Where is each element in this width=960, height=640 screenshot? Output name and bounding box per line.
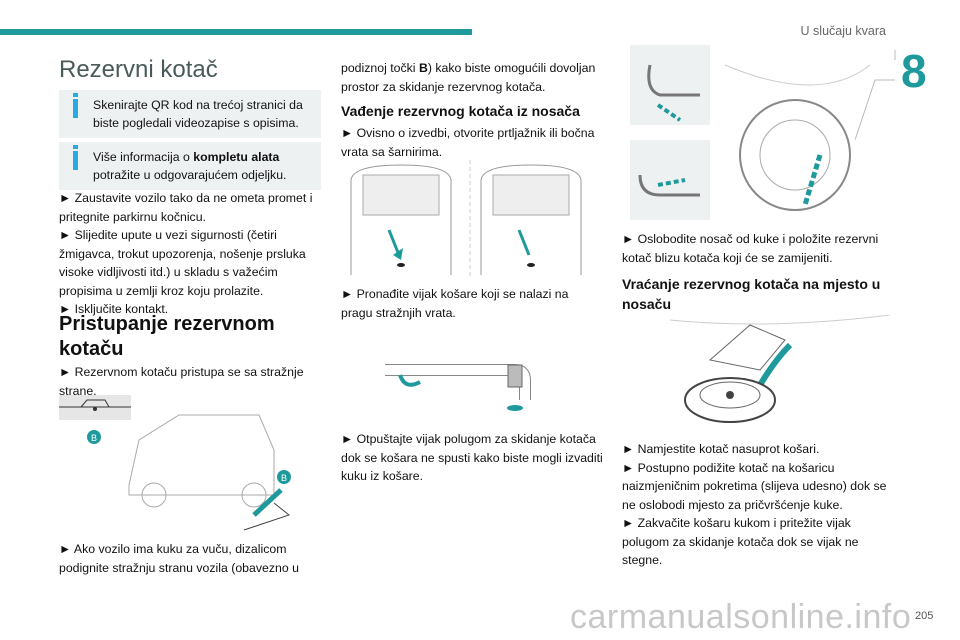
jack-step: ► Ako vozilo ima kuku za vuču, dizalicom… — [59, 542, 299, 575]
chapter-number: 8 — [901, 45, 927, 97]
page-number: 205 — [915, 610, 934, 622]
section-title: U slučaju kvara — [800, 24, 886, 38]
info-box-toolkit: Više informacija o kompletu alata potraž… — [59, 142, 321, 190]
info-icon — [73, 93, 78, 118]
jack-step-cont: podiznoj točki B) kako biste omogućili d… — [341, 61, 596, 94]
remove-step-4: ► Oslobodite nosač od kuke i položite re… — [622, 232, 879, 265]
chapter-tab-lines — [855, 50, 896, 140]
van-jack-illustration: B B — [59, 395, 291, 531]
svg-text:B: B — [281, 473, 287, 483]
access-step: ► Rezervnom kotaču pristupa se sa stražn… — [59, 365, 304, 398]
remove-step-2: ► Pronađite vijak košare koji se nalazi … — [341, 287, 569, 320]
hook-release-illustration — [630, 45, 870, 220]
access-heading: Pristupanje rezervnom kotaču — [59, 313, 275, 360]
header-bar — [0, 29, 472, 35]
info-icon — [73, 145, 78, 170]
safety-steps: ► Zaustavite vozilo tako da ne ometa pro… — [59, 191, 313, 316]
info-box-qr: Skenirajte QR kod na trećoj stranici da … — [59, 90, 321, 138]
svg-text:B: B — [91, 433, 97, 443]
refit-steps: ► Namjestite kotač nasuprot košari.► Pos… — [622, 442, 887, 567]
remove-step-1: ► Ovisno o izvedbi, otvorite prtljažnik … — [341, 126, 595, 159]
remove-step-3: ► Otpuštajte vijak polugom za skidanje k… — [341, 432, 603, 483]
page-title: Rezervni kotač — [59, 56, 218, 83]
refit-heading: Vraćanje rezervnog kotača na mjesto u no… — [622, 276, 881, 312]
refit-wheel-illustration — [670, 315, 890, 423]
watermark: carmanualsonline.info — [570, 598, 912, 636]
rear-doors-illustration — [350, 160, 582, 278]
wheelbrace-illustration — [385, 364, 531, 411]
remove-heading: Vađenje rezervnog kotača iz nosača — [341, 103, 580, 119]
